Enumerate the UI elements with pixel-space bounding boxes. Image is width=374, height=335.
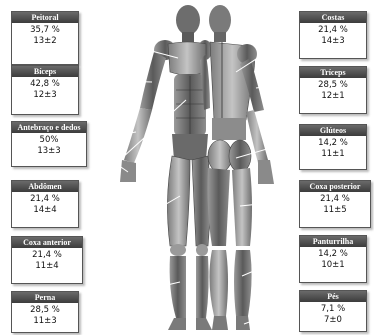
back-head [209,5,231,35]
label-mean-sd: 12±1 [300,91,366,102]
label-percent: 21,4 % [300,25,366,36]
leader-perna [80,282,180,305]
label-percent: 21,4 % [12,250,82,261]
label-costas: Costas 21,4 % 14±3 [299,11,367,59]
label-title: Coxa anterior [12,237,82,248]
label-mean-sd: 11±4 [12,261,82,272]
label-panturrilha: Panturrilha 14,2 % 10±1 [299,235,367,283]
label-mean-sd: 11±5 [300,205,370,216]
back-calf-right [234,250,252,316]
back-neck [214,32,226,42]
label-percent: 42,8 % [12,79,78,90]
leader-triceps [256,82,298,88]
label-percent: 28,5 % [12,305,78,316]
front-neck [182,32,194,42]
back-glute-left [208,140,232,172]
label-percent: 35,7 % [12,25,78,36]
label-percent: 21,4 % [12,194,78,205]
label-percent: 14,2 % [300,249,366,260]
back-hand [258,160,274,184]
leader-antebraco-a [82,132,136,140]
front-body-figure [120,5,212,330]
label-percent: 28,5 % [300,80,366,91]
front-knee-left [170,244,186,256]
front-foot-left [168,318,186,330]
label-mean-sd: 11±3 [12,316,78,327]
front-shin-right [196,256,209,318]
label-mean-sd: 13±3 [12,146,86,157]
back-foot-left [212,316,228,330]
front-thigh-right [192,156,210,246]
label-percent: 14,2 % [300,138,366,149]
label-pes: Pés 7,1 % 7±0 [299,290,367,332]
label-title: Glúteos [300,125,366,136]
front-upper-arm-left [140,52,166,110]
front-shin-left [170,256,186,318]
label-title: Coxa posterior [300,181,370,192]
front-hand-left [120,160,136,182]
label-mean-sd: 12±3 [12,90,78,101]
label-mean-sd: 10±1 [300,260,366,271]
label-title: Bíceps [12,66,78,77]
label-mean-sd: 7±0 [300,315,366,326]
front-pelvis [172,134,208,160]
label-triceps: Tríceps 28,5 % 12±1 [299,66,367,114]
label-mean-sd: 13±2 [12,36,78,47]
label-percent: 21,4 % [300,194,370,205]
back-calf-left [209,250,228,316]
label-title: Peitoral [12,12,78,23]
label-title: Abdômen [12,181,78,192]
label-percent: 50% [12,135,86,146]
label-title: Costas [300,12,366,23]
label-mean-sd: 11±1 [300,149,366,160]
label-biceps: Bíceps 42,8 % 12±3 [11,65,79,115]
label-title: Panturrilha [300,236,366,247]
leader-biceps [80,80,152,82]
back-thigh-left [208,168,231,246]
label-coxa-posterior: Coxa posterior 21,4 % 11±5 [299,180,371,228]
leader-coxa-anterior [80,196,180,254]
front-knee-right [196,244,208,256]
label-title: Antebraço e dedos [12,122,86,133]
label-antebraco-dedos: Antebraço e dedos 50% 13±3 [11,121,87,167]
front-head [176,5,200,35]
label-title: Tríceps [300,67,366,78]
label-percent: 7,1 % [300,304,366,315]
leader-antebraco-b [82,140,128,172]
label-abdomen: Abdômen 21,4 % 14±4 [11,180,79,228]
label-gluteos: Glúteos 14,2 % 11±1 [299,124,367,170]
back-lower [212,118,246,140]
label-mean-sd: 14±3 [300,36,366,47]
front-foot-right [196,318,212,330]
leader-pes [244,304,298,324]
label-perna: Perna 28,5 % 11±3 [11,291,79,333]
label-title: Pés [300,291,366,302]
back-thigh-right [232,168,252,246]
back-glute-right [229,140,251,172]
label-mean-sd: 14±4 [12,205,78,216]
label-peitoral: Peitoral 35,7 % 13±2 [11,11,79,65]
front-forearm-left [124,108,152,163]
front-pectorals [168,42,206,75]
label-coxa-anterior: Coxa anterior 21,4 % 11±4 [11,236,83,284]
label-title: Perna [12,292,78,303]
